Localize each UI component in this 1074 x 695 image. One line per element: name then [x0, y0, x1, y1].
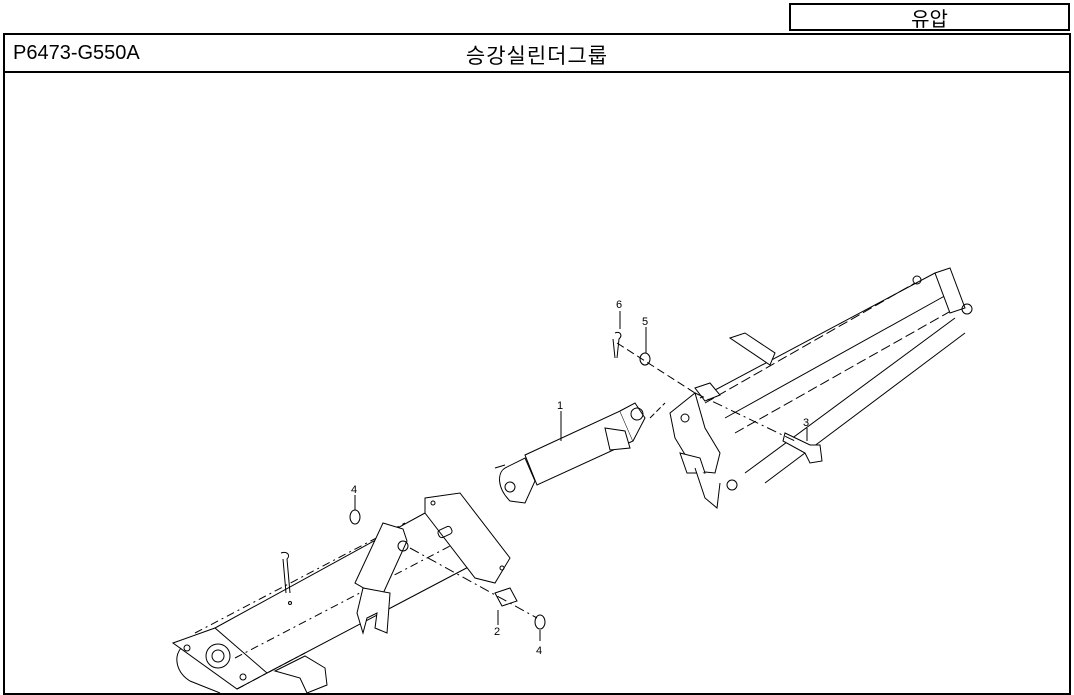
- part-lift-cylinder-1: [494, 402, 666, 504]
- part-cotter-pin-6: [612, 332, 622, 359]
- callout-4a: 4: [351, 484, 357, 496]
- part-snap-ring-4a: [349, 509, 361, 525]
- parts-diagram-frame: P6473-G550A 승강실린더그룹: [3, 33, 1071, 695]
- lift-arm-assembly: [669, 267, 973, 509]
- group-title: 승강실린더그룹: [465, 44, 609, 68]
- part-snap-ring-4b: [534, 614, 546, 630]
- callout-3: 3: [803, 417, 809, 429]
- callout-2: 2: [494, 626, 500, 638]
- category-label-box: 유압: [789, 3, 1070, 31]
- title-row: P6473-G550A 승강실린더그룹: [5, 35, 1069, 73]
- part-washer-5: [639, 352, 651, 366]
- part-code: P6473-G550A: [13, 42, 140, 64]
- callout-5: 5: [642, 316, 648, 328]
- main-frame: [171, 492, 511, 693]
- exploded-parts-drawing: 1 2 3 4 4 5 6: [171, 267, 973, 693]
- part-pin-3: [694, 392, 823, 464]
- callout-4b: 4: [536, 645, 542, 657]
- callout-6: 6: [616, 299, 622, 311]
- part-pin-2: [409, 547, 538, 619]
- callout-1: 1: [557, 400, 563, 412]
- category-label: 유압: [911, 6, 948, 31]
